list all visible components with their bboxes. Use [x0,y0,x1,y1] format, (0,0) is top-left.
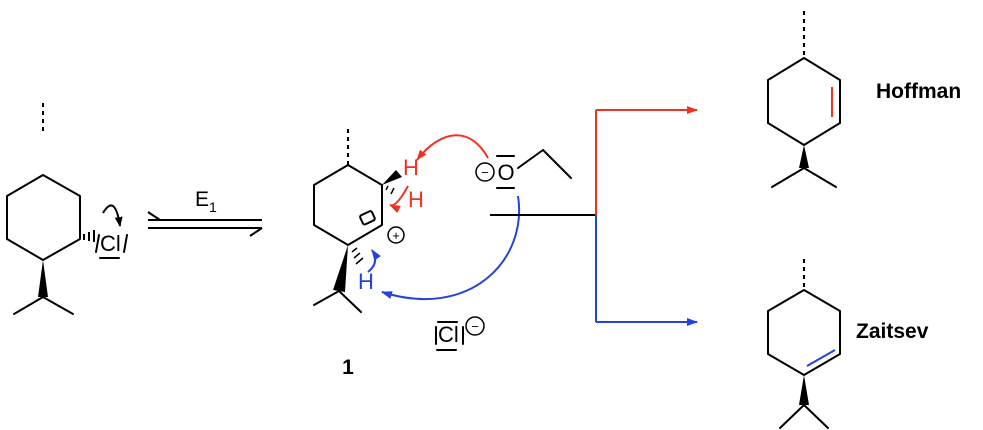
hydrogen-label: H [358,269,374,294]
wedge-bond [799,375,809,405]
product-name: Hoffman [876,80,961,103]
blue-curved-arrow [367,249,381,273]
empty-p-orbital [359,210,376,226]
compound-number: 1 [342,356,354,379]
oxygen-label: O [497,160,514,185]
wedge-bond [799,145,809,168]
product-name: Zaitsev [856,320,929,343]
hydrogen-label: H [403,155,419,180]
hashed-cl-bond [83,230,95,242]
red-curved-arrow [389,185,409,214]
reaction-label: E1 [195,188,217,215]
wedge-bond [38,260,48,297]
chloride-anion: Cl − [435,316,485,351]
cyclohexane-ring [6,174,81,261]
wedge-bond [333,245,348,292]
lone-pair [123,234,128,253]
cyclohexane-ring [313,164,383,246]
hydrogen-label: H [408,187,424,212]
positive-charge [387,226,405,244]
leaving-group-label: Cl [100,231,121,256]
zaitsev-product: Zaitsev [767,259,929,429]
svg-text:+: + [392,228,400,243]
blue-abstraction-arrow [381,195,521,301]
equilibrium-arrow: E1 [147,188,263,237]
hoffman-product: Hoffman [767,11,961,188]
lone-pair [95,234,100,253]
cyclohexene-ring [767,57,841,146]
red-abstraction-arrow [416,134,489,161]
double-bond [806,349,836,367]
svg-text:−: − [481,165,489,180]
svg-text:−: − [471,319,479,334]
negative-charge [465,316,485,336]
hashed-h-bond [351,247,364,265]
carbocation-intermediate: + H H H 1 [313,129,424,379]
ethoxide-base: − O [475,149,572,189]
branch-arrows [490,106,698,326]
chloride-label: Cl [438,322,459,347]
curved-arrow [102,204,123,227]
wedge-bond [382,170,402,185]
hashed-h-bond [385,185,395,195]
reactant-molecule: Cl [6,103,128,315]
negative-charge [475,162,495,182]
cyclohexene-ring [767,289,841,376]
